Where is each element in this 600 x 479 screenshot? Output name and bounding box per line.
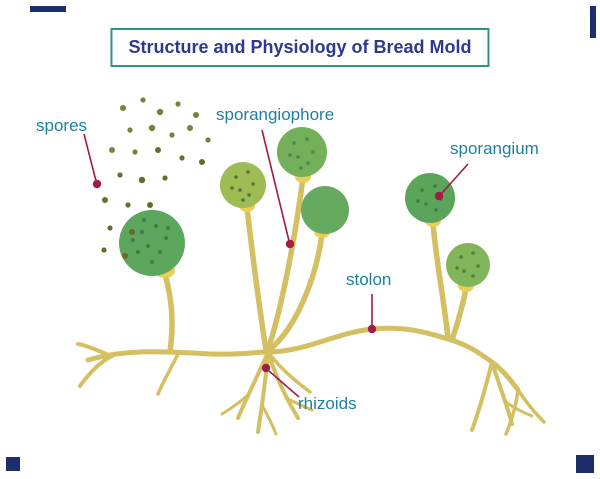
pointer-dot-sporangium	[434, 191, 444, 201]
pointer-dots	[92, 179, 444, 373]
pointer-dot-spores	[92, 179, 102, 189]
pointer-dot-rhizoids	[261, 363, 271, 373]
corner-mark-top-right	[590, 6, 596, 38]
sporangium-mid-left	[220, 162, 266, 208]
pointer-lines	[83, 129, 469, 398]
pointer-dot-stolon	[367, 324, 377, 334]
pointer-line-rhizoids	[268, 370, 300, 398]
sporangium-mid-right	[301, 186, 349, 234]
corner-mark-bottom-left	[6, 457, 20, 471]
sporangiophore-stalks	[162, 175, 469, 355]
spore-cloud	[101, 97, 211, 259]
corner-marks	[6, 6, 596, 473]
rhizoids-center	[220, 350, 314, 436]
sporangium-mid-center	[277, 127, 327, 177]
label-sporangium: sporangium	[450, 139, 539, 158]
rhizoids-right	[470, 360, 546, 436]
sporangium-right-top	[405, 173, 455, 223]
corner-mark-top-left	[30, 6, 66, 12]
label-rhizoids: rhizoids	[298, 394, 357, 413]
label-sporangiophore: sporangiophore	[216, 105, 335, 124]
diagram-title: Structure and Physiology of Bread Mold	[110, 28, 490, 67]
sporangium-large-left	[119, 210, 185, 276]
pointer-line-sporangiophore	[261, 129, 290, 242]
pointer-dot-sporangiophore	[285, 239, 295, 249]
corner-mark-bottom-right	[576, 455, 594, 473]
sporangium-right-lower	[446, 243, 490, 287]
sporangia	[119, 127, 490, 287]
stolon-hyphae	[76, 325, 521, 396]
label-stolon: stolon	[346, 270, 392, 289]
label-spores: spores	[36, 116, 88, 135]
pointer-line-sporangium	[441, 163, 469, 194]
pointer-line-spores	[83, 133, 97, 182]
